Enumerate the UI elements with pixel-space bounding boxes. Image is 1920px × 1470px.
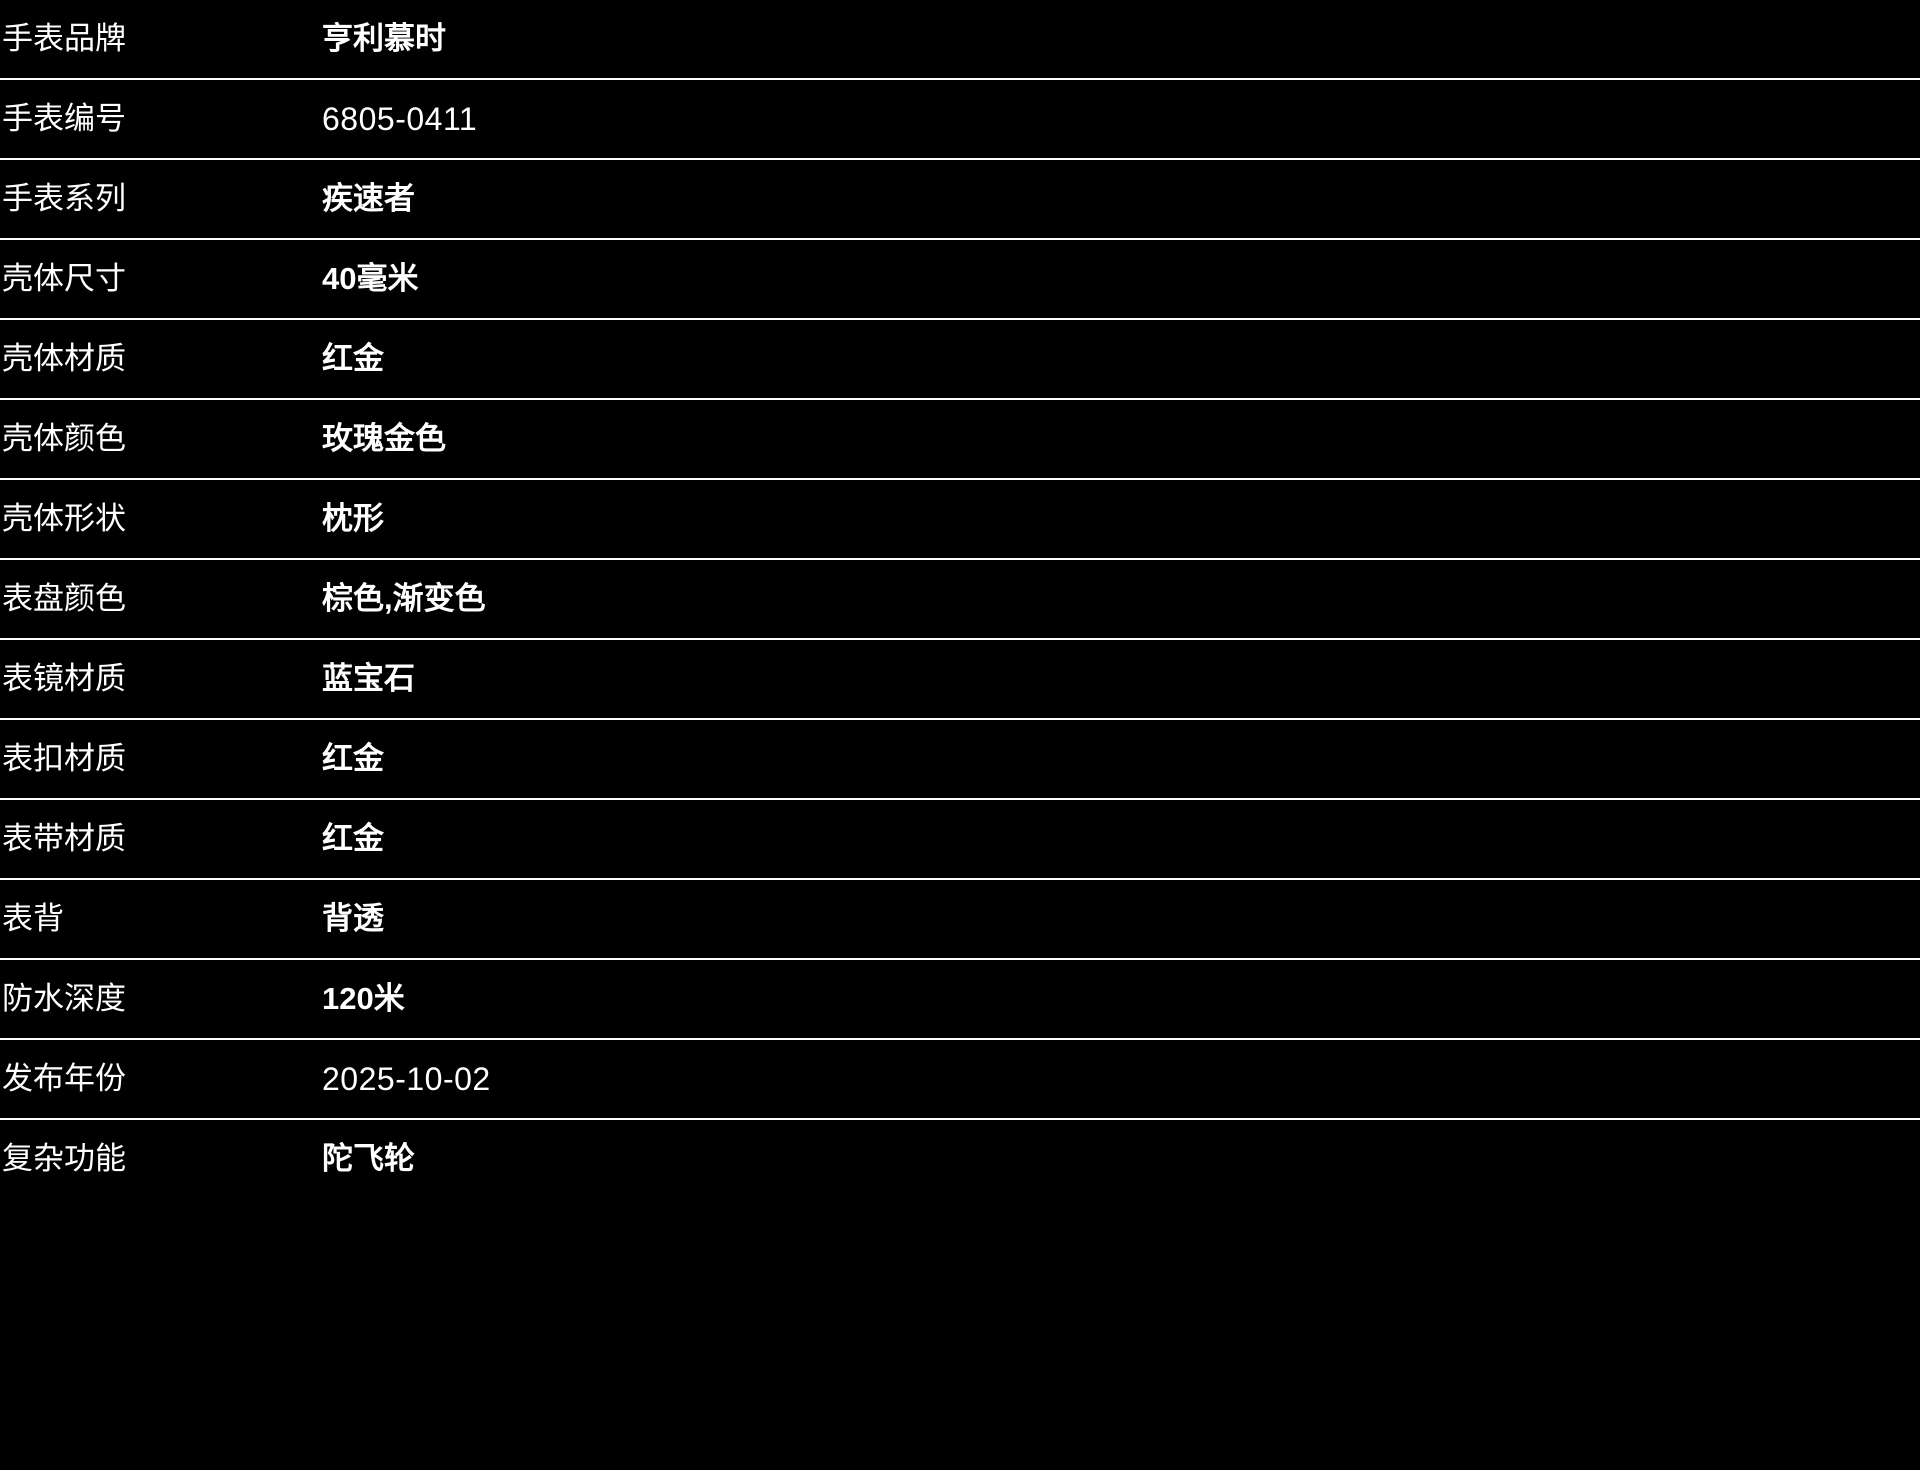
spec-label: 手表品牌 [2,21,126,56]
spec-row: 表镜材质 蓝宝石 [0,640,1920,720]
spec-value: 背透 [322,901,384,936]
spec-label: 防水深度 [2,981,126,1016]
spec-label: 复杂功能 [2,1141,126,1176]
spec-label: 手表系列 [2,181,126,216]
spec-label: 壳体尺寸 [2,261,126,296]
spec-label: 表扣材质 [2,741,126,776]
spec-row: 表背 背透 [0,880,1920,960]
spec-row: 防水深度 120米 [0,960,1920,1040]
spec-value: 枕形 [322,501,384,536]
spec-value: 2025-10-02 [322,1061,491,1097]
spec-value: 120米 [322,981,405,1016]
spec-label: 表背 [2,901,64,936]
spec-value: 40毫米 [322,261,419,296]
spec-label: 手表编号 [2,101,126,136]
spec-value: 蓝宝石 [322,661,415,696]
spec-row: 壳体形状 枕形 [0,480,1920,560]
spec-label: 壳体材质 [2,341,126,376]
spec-value: 红金 [322,741,384,776]
spec-value: 疾速者 [322,181,415,216]
spec-value: 红金 [322,341,384,376]
spec-row: 手表编号 6805-0411 [0,80,1920,160]
spec-label: 表带材质 [2,821,126,856]
spec-row: 壳体尺寸 40毫米 [0,240,1920,320]
spec-row: 表盘颜色 棕色,渐变色 [0,560,1920,640]
spec-label: 表盘颜色 [2,581,126,616]
spec-row: 表扣材质 红金 [0,720,1920,800]
spec-row: 表带材质 红金 [0,800,1920,880]
spec-value: 红金 [322,821,384,856]
spec-label: 表镜材质 [2,661,126,696]
spec-value: 6805-0411 [322,101,478,137]
spec-row: 发布年份 2025-10-02 [0,1040,1920,1120]
spec-value: 亨利慕时 [322,21,446,56]
spec-value: 棕色,渐变色 [322,581,486,616]
spec-row: 手表品牌 亨利慕时 [0,0,1920,80]
spec-row: 壳体材质 红金 [0,320,1920,400]
spec-value: 玫瑰金色 [322,421,446,456]
spec-label: 壳体颜色 [2,421,126,456]
spec-row: 复杂功能 陀飞轮 [0,1120,1920,1200]
spec-row: 手表系列 疾速者 [0,160,1920,240]
spec-row: 壳体颜色 玫瑰金色 [0,400,1920,480]
spec-label: 壳体形状 [2,501,126,536]
spec-label: 发布年份 [2,1061,126,1096]
spec-value: 陀飞轮 [322,1141,415,1176]
watch-specification-table: 手表品牌 亨利慕时手表编号 6805-0411 手表系列 疾速者壳体尺寸 40毫米壳体材质… [0,0,1920,1200]
